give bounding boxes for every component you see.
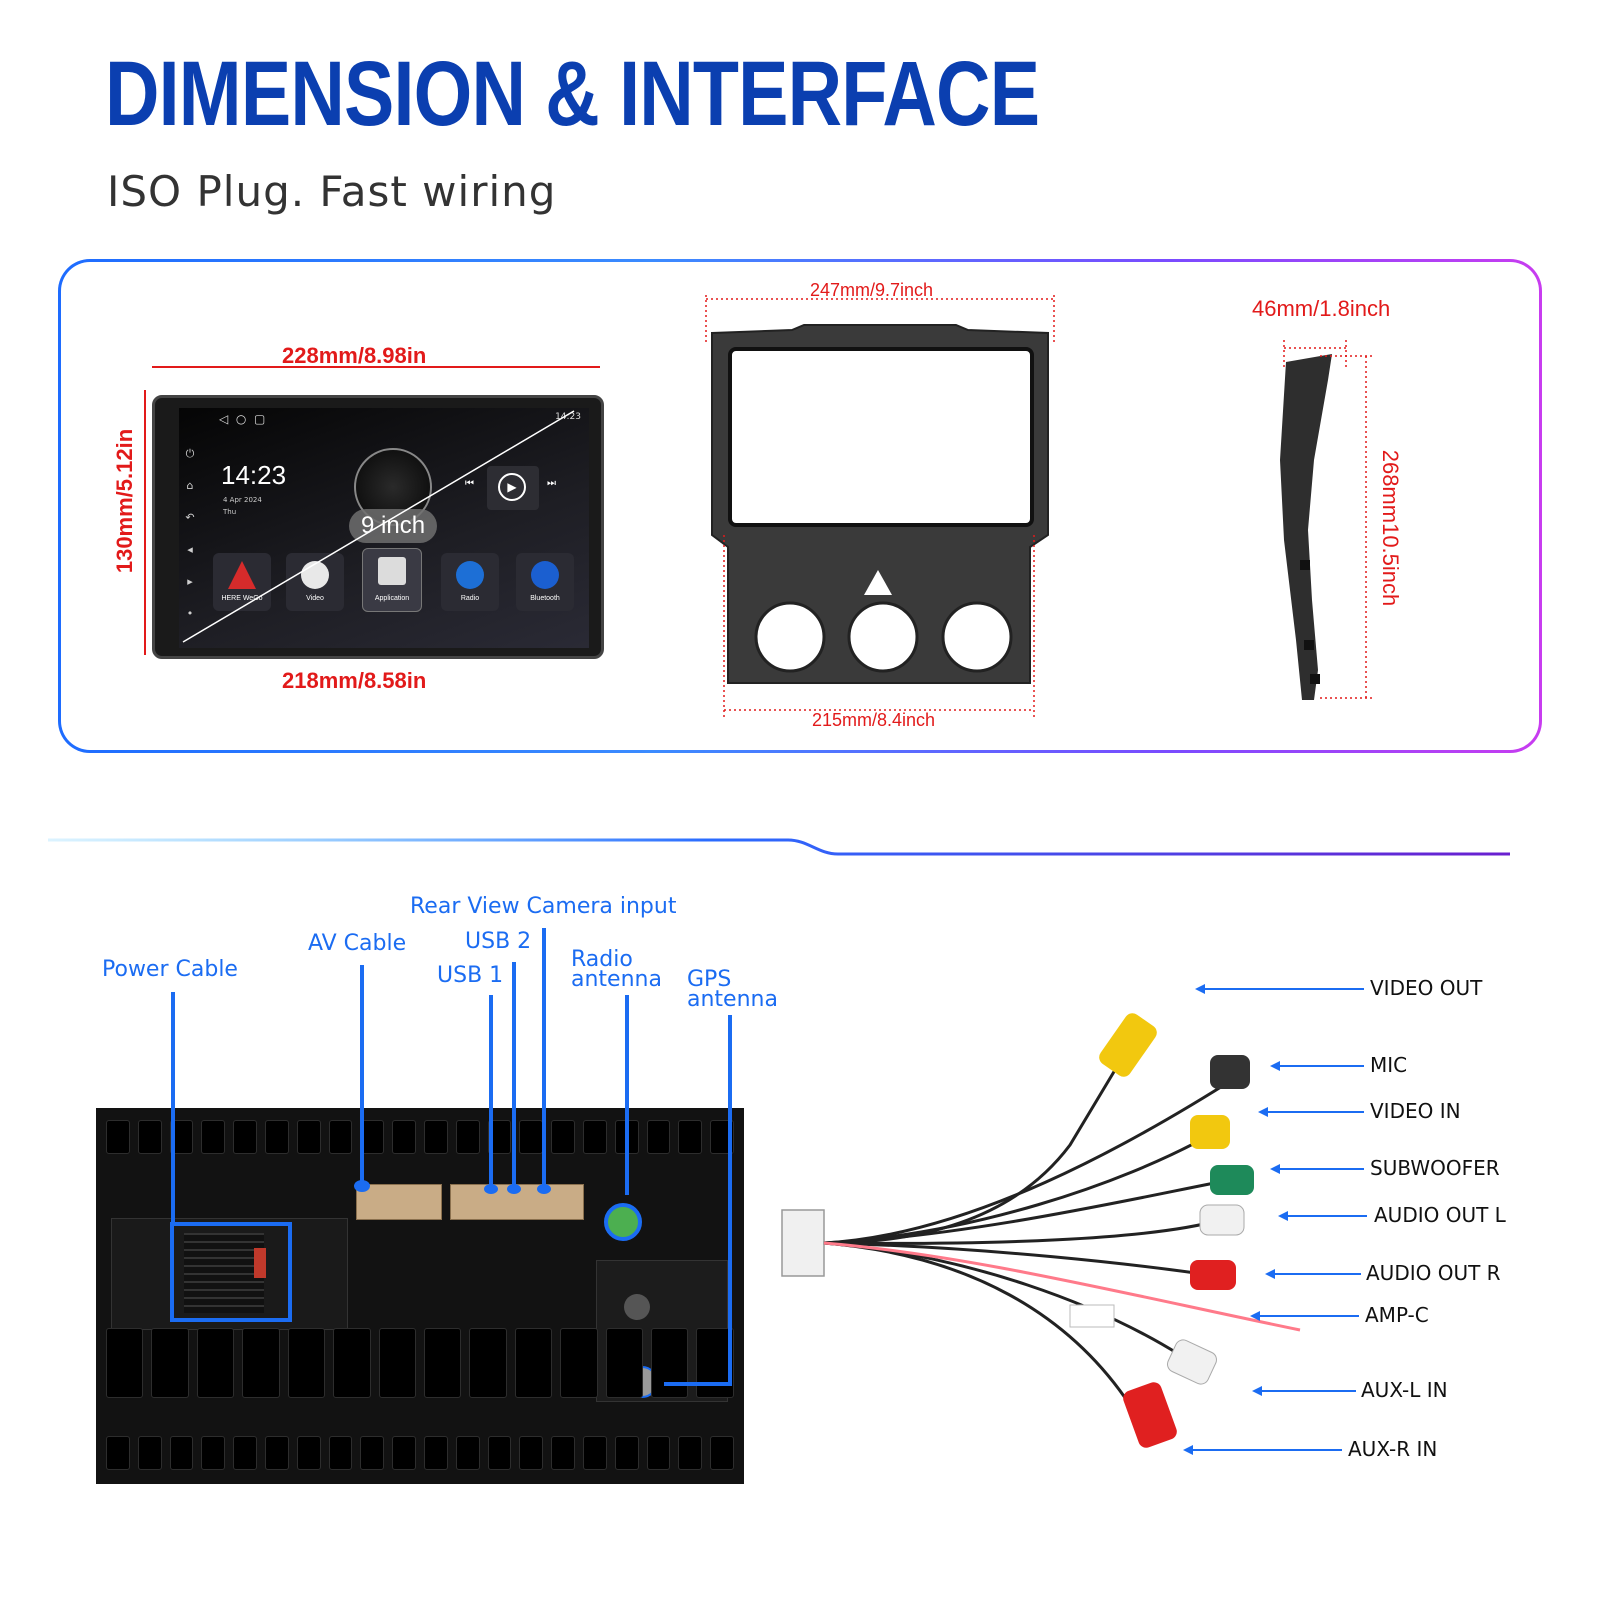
screen-size-badge: 9 inch [349, 509, 438, 543]
usb1-leader [489, 995, 493, 1187]
rca-cable-harness [781, 1013, 1301, 1448]
gps-antenna-leader [728, 1015, 732, 1385]
app-application: Application [362, 548, 422, 612]
usb1-label: USB 1 [437, 963, 504, 988]
stereo-top-width: 228mm/8.98in [282, 343, 427, 368]
gps-antenna-label-line1: GPS [687, 967, 732, 992]
stereo-screen: ⏻⌂↶◂▸• ◁ ○ ▢ 14:23 14:23 4 Apr 2024 Thu … [179, 408, 589, 648]
screw-hole [624, 1294, 650, 1320]
radio-antenna-label-line1: Radio [571, 947, 633, 972]
av-connector [356, 1184, 442, 1220]
radio-antenna-port [604, 1203, 642, 1241]
fuse [254, 1248, 266, 1278]
label-video-out: VIDEO OUT [1370, 976, 1483, 1000]
rear-camera-label: Rear View Camera input [410, 894, 677, 919]
av-cable-label: AV Cable [308, 931, 407, 956]
power-cable-highlight [170, 1222, 292, 1322]
status-time: 14:23 [555, 412, 581, 422]
side-height: 268mm10.5inch [1378, 449, 1403, 607]
label-audio-out-r: AUDIO OUT R [1366, 1261, 1501, 1285]
side-profile-image [1280, 340, 1374, 700]
usb2-leader [512, 962, 516, 1187]
arrow-amp-c [1250, 1311, 1260, 1321]
clock-time: 14:23 [221, 460, 287, 490]
side-button-column: ⏻⌂↶◂▸• [185, 447, 195, 620]
rear-camera-dot [537, 1184, 551, 1194]
label-subwoofer: SUBWOOFER [1370, 1156, 1500, 1180]
frame-bottom-width: 215mm/8.4inch [812, 710, 936, 730]
label-audio-out-l: AUDIO OUT L [1374, 1203, 1506, 1227]
video-icon [301, 561, 329, 589]
app-radio: Radio [441, 553, 499, 611]
prev-track-icon: ⏮ [465, 478, 474, 489]
label-video-in: VIDEO IN [1370, 1099, 1461, 1123]
vent-row [106, 1120, 734, 1154]
media-player-tile: ▶ [487, 466, 539, 510]
rear-camera-leader [542, 928, 546, 1187]
stereo-unit-image: ⏻⌂↶◂▸• ◁ ○ ▢ 14:23 14:23 4 Apr 2024 Thu … [152, 395, 604, 659]
usb2-dot [507, 1184, 521, 1194]
arrow-mic [1270, 1061, 1280, 1071]
vent-row [106, 1436, 734, 1470]
av-cable-dot [354, 1180, 370, 1192]
vent-row [106, 1328, 734, 1398]
power-cable-leader [171, 992, 175, 1224]
play-icon: ▶ [498, 473, 526, 501]
av-cable-leader [360, 965, 364, 1187]
label-aux-l-in: AUX-L IN [1361, 1378, 1448, 1402]
arrow-subwoofer [1270, 1164, 1280, 1174]
next-track-icon: ⏭ [547, 478, 556, 489]
label-amp-c: AMP-C [1365, 1303, 1429, 1327]
clock-date: 4 Apr 2024 [223, 496, 262, 504]
side-depth: 46mm/1.8inch [1252, 296, 1391, 321]
arrow-video-out [1195, 984, 1205, 994]
clock-day: Thu [223, 508, 237, 516]
app-here-wego: HERE WeGo [213, 553, 271, 611]
bluetooth-icon [531, 561, 559, 589]
page-subtitle: ISO Plug. Fast wiring [107, 167, 557, 216]
arrow-aux-l-in [1252, 1386, 1262, 1396]
gps-antenna-leader-h [664, 1382, 732, 1386]
power-socket-pins [184, 1233, 264, 1313]
nav-bar-icons: ◁ ○ ▢ [219, 412, 266, 426]
unit-back-photo [96, 1108, 744, 1484]
frame-top-width: 247mm/9.7inch [810, 280, 934, 300]
label-aux-r-in: AUX-R IN [1348, 1437, 1438, 1461]
radio-icon [456, 561, 484, 589]
arrow-video-in [1258, 1107, 1268, 1117]
page-title: DIMENSION & INTERFACE [105, 43, 1040, 145]
gps-antenna-label-line2: antenna [687, 987, 778, 1012]
app-bluetooth: Bluetooth [516, 553, 574, 611]
stereo-bottom-width: 218mm/8.58in [282, 668, 427, 693]
arrow-aux-r-in [1183, 1445, 1193, 1455]
label-mic: MIC [1370, 1053, 1408, 1077]
arrow-audio-out-l [1278, 1211, 1288, 1221]
radio-antenna-leader [625, 995, 629, 1195]
usb2-label: USB 2 [465, 929, 532, 954]
section-divider [48, 838, 1510, 856]
power-cable-label: Power Cable [102, 957, 238, 982]
usb1-dot [484, 1184, 498, 1194]
arrow-audio-out-r [1265, 1269, 1275, 1279]
screen-diagonal-line [182, 410, 575, 643]
stereo-height: 130mm/5.12in [112, 428, 137, 574]
grid-icon [378, 557, 406, 585]
app-video: Video [286, 553, 344, 611]
dash-frame-image [705, 295, 1055, 717]
radio-antenna-label-line2: antenna [571, 967, 662, 992]
